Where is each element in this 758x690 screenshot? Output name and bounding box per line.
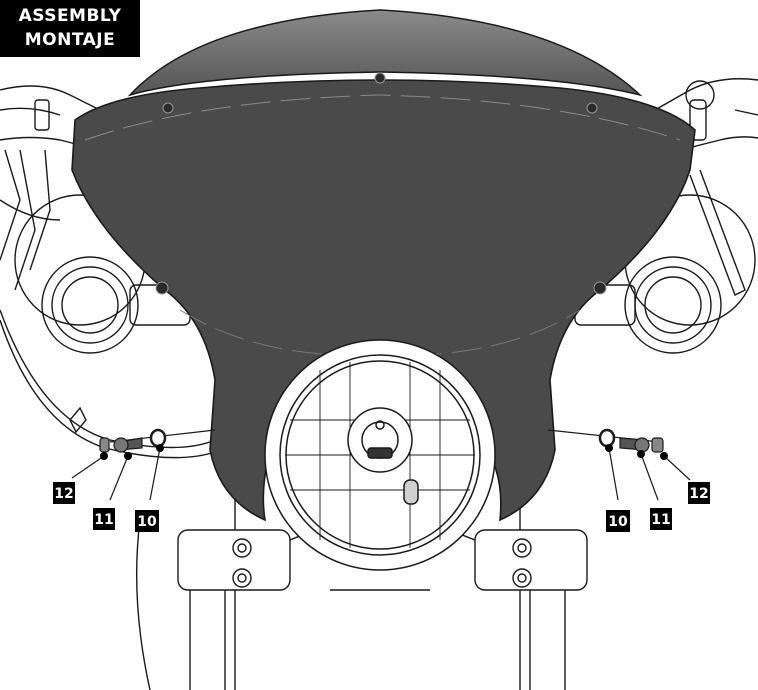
headlight — [264, 339, 496, 571]
hardware-right — [547, 428, 691, 501]
callout-left-11: 11 — [93, 452, 132, 530]
callout-label: 10 — [608, 514, 628, 530]
mount-hole — [162, 102, 174, 114]
fairing-body — [71, 79, 696, 522]
washer-10-right — [598, 428, 616, 448]
callout-right-11: 11 — [637, 450, 672, 530]
callout-label: 11 — [94, 512, 113, 528]
fastener-12-right — [651, 437, 664, 453]
assembly-title-badge: ASSEMBLY MONTAJE — [0, 0, 140, 57]
mount-hole — [593, 281, 607, 295]
callout-label: 12 — [54, 486, 73, 502]
motorcycle-lineart — [0, 78, 758, 690]
callout-left-12: 12 — [53, 452, 108, 504]
callout-left-10: 10 — [135, 444, 164, 532]
title-english: ASSEMBLY — [18, 6, 122, 26]
washer-10-left — [149, 428, 167, 448]
windscreen — [127, 9, 643, 97]
title-spanish: MONTAJE — [24, 30, 116, 50]
hardware-left — [71, 428, 216, 501]
callout-label: 12 — [689, 486, 708, 502]
mount-hole — [155, 281, 169, 295]
callout-right-10: 10 — [605, 444, 630, 532]
mount-hole — [374, 72, 386, 84]
mount-hole — [586, 102, 598, 114]
callout-label: 10 — [137, 514, 157, 530]
fastener-12-left — [99, 437, 110, 453]
callout-label: 11 — [651, 512, 670, 528]
fairing — [71, 9, 696, 522]
callout-right-12: 12 — [660, 452, 710, 504]
